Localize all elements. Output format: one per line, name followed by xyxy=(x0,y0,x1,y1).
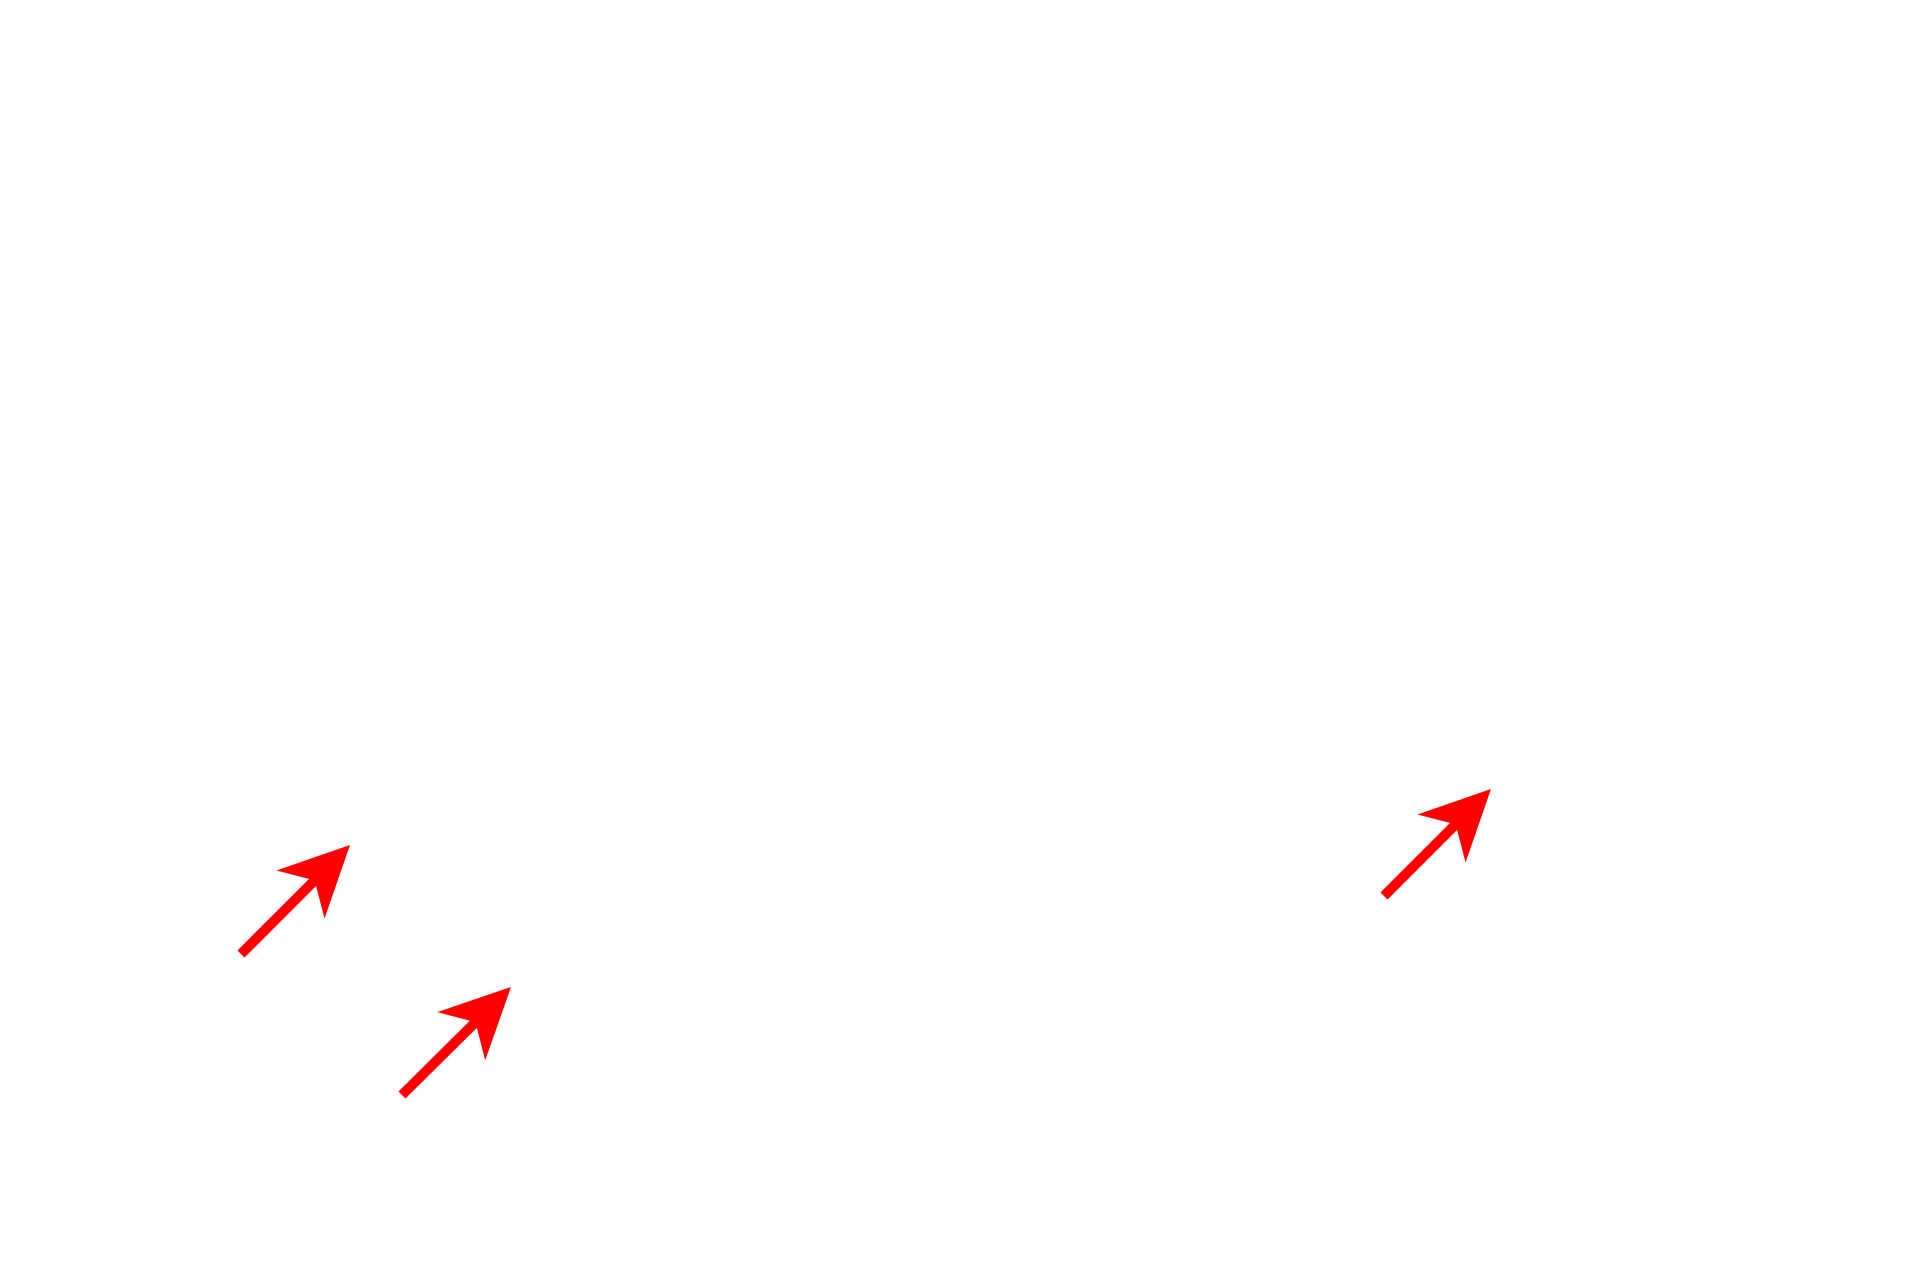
arrow-shaft xyxy=(1380,820,1460,900)
arrow-up-right-icon xyxy=(398,987,511,1099)
arrow-shaft xyxy=(398,1018,480,1099)
arrow-head xyxy=(1417,789,1491,863)
arrow-head xyxy=(276,845,350,919)
arrow-shaft xyxy=(237,876,319,958)
arrow-up-right-icon xyxy=(1380,789,1491,900)
arrow-up-right-icon xyxy=(237,845,350,958)
arrow-head xyxy=(437,987,511,1061)
